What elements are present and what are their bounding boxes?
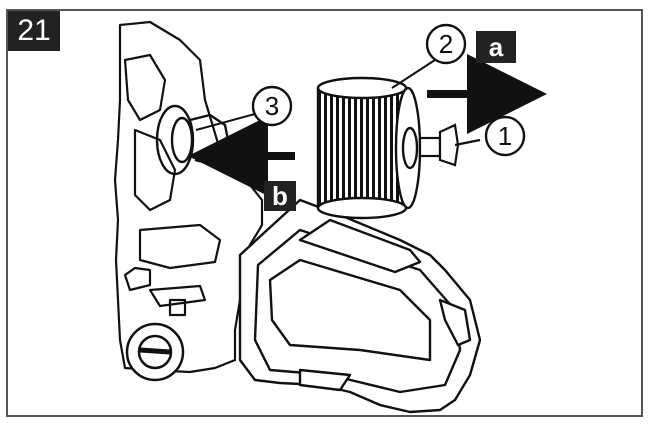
callout-3: 3 (195, 85, 293, 131)
callout-1: 1 (484, 115, 526, 157)
callout-1-label: 1 (498, 121, 512, 151)
air-filter-element (316, 76, 422, 220)
control-knob (125, 322, 185, 382)
engine-housing (113, 20, 264, 374)
callout-2-label: 2 (439, 29, 453, 59)
direction-tag-b: b (264, 181, 296, 211)
callout-3-label: 3 (265, 91, 279, 121)
step-number-badge: 21 (8, 11, 60, 51)
direction-tag-a-label: a (489, 32, 504, 62)
air-filter-cover (238, 198, 482, 414)
filter-seat-ring (155, 104, 232, 176)
wing-nut (418, 123, 481, 167)
direction-tag-b-label: b (272, 181, 288, 211)
callout-2: 2 (391, 23, 467, 89)
direction-tag-a: a (476, 31, 516, 63)
figure-frame (6, 9, 643, 417)
